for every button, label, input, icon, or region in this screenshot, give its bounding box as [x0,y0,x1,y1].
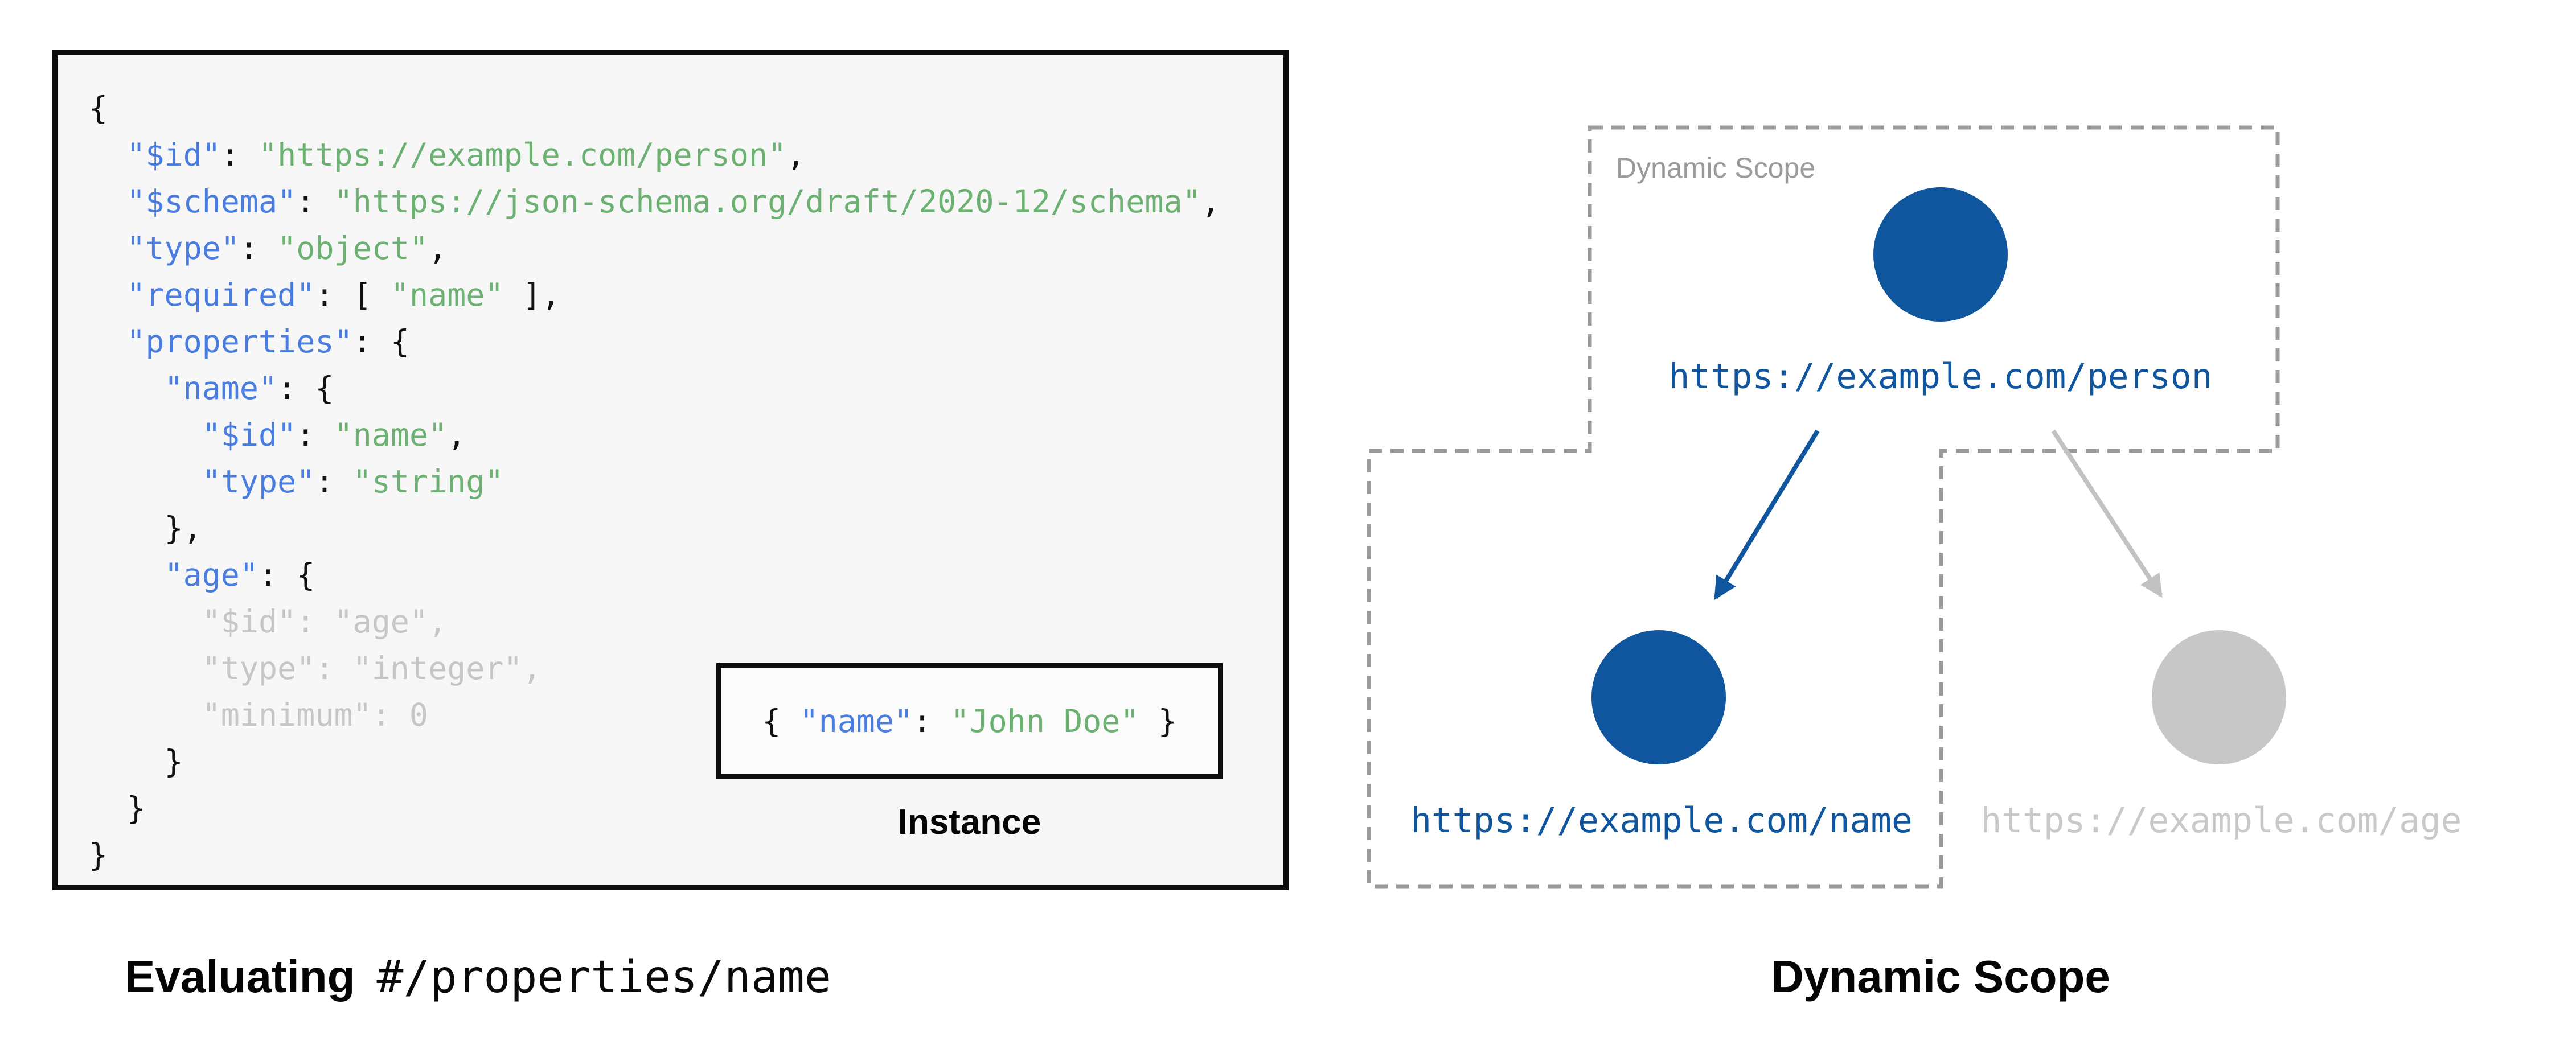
code-token: "name" [164,370,278,406]
code-token: "https://json-schema.org/draft/2020-12/s… [334,183,1201,220]
dynamic-scope-outline [1367,125,2280,889]
code-token: : [ [315,277,391,313]
code-token: , [428,230,448,266]
code-token: "type": "integer", [89,650,542,686]
code-token: } [89,837,108,873]
instance-box: { "name": "John Doe" } [716,663,1223,779]
schema-code: { "$id": "https://example.com/person", "… [89,85,1220,878]
code-token: : [913,702,951,739]
right-caption: Dynamic Scope [1771,951,2110,1002]
left-caption-pointer: #/properties/name [376,952,831,1003]
code-token: , [447,417,466,453]
code-line: "properties": { [89,318,1220,365]
code-token: : { [259,557,315,593]
code-token: "minimum": 0 [89,697,429,733]
code-token: }, [89,510,202,546]
person-url: https://example.com/person [1668,356,2213,397]
code-line: "$id": "https://example.com/person", [89,131,1220,178]
person-node [1873,187,2008,322]
code-line: "$id": "name", [89,412,1220,458]
code-token: "object" [277,230,429,266]
instance-label: Instance [897,803,1041,842]
code-token: "name" [799,702,913,739]
code-line: "type": "integer", [89,645,1220,692]
code-line: }, [89,505,1220,552]
code-token: "https://example.com/person" [259,137,787,173]
code-token: : [220,137,259,173]
code-line: "required": [ "name" ], [89,272,1220,318]
code-line: { [89,85,1220,131]
arrow-person-to-age [2051,429,2163,598]
scope-label: Dynamic Scope [1616,152,1816,184]
code-token: { [762,702,800,739]
code-token: "age" [164,557,259,593]
code-token: : { [352,323,409,360]
code-token: "John Doe" [950,702,1139,739]
code-token: } [1139,702,1177,739]
code-line: "type": "string" [89,458,1220,505]
age-node [2152,630,2286,764]
code-token: { [89,90,108,126]
code-token: "$id" [202,417,297,453]
code-token: , [786,137,806,173]
code-token: } [89,790,146,826]
code-line: } [89,832,1220,878]
code-line: "$schema": "https://json-schema.org/draf… [89,178,1220,225]
code-line: "minimum": 0 [89,692,1220,738]
name-node [1591,630,1726,764]
code-token: } [89,743,183,780]
code-token: , [1201,183,1220,220]
arrow-person-to-name [1713,429,1820,600]
left-caption: Evaluating #/properties/name [125,951,831,1002]
code-token: : [315,463,353,500]
code-token: "$id": "age", [89,603,448,640]
code-line: } [89,785,1220,832]
age-url: https://example.com/age [1980,800,2462,841]
code-token: "name" [334,417,448,453]
name-url: https://example.com/name [1410,800,1913,841]
code-token: : { [277,370,334,406]
code-token: "type" [126,230,240,266]
code-token: : [296,183,334,220]
code-token: : [296,417,334,453]
code-token: "string" [352,463,504,500]
code-line: } [89,738,1220,785]
code-line: "$id": "age", [89,598,1220,645]
schema-panel: { "$id": "https://example.com/person", "… [52,50,1289,890]
code-token: "$schema" [126,183,297,220]
code-token: : [239,230,278,266]
code-token: ], [503,277,560,313]
code-token: "required" [126,277,315,313]
left-caption-word: Evaluating [125,951,355,1002]
code-line: "name": { [89,365,1220,412]
code-line: "type": "object", [89,225,1220,272]
code-token: "name" [390,277,504,313]
code-token: "properties" [126,323,353,360]
code-token: "type" [202,463,315,500]
code-line: "age": { [89,552,1220,598]
code-token: "$id" [126,137,221,173]
